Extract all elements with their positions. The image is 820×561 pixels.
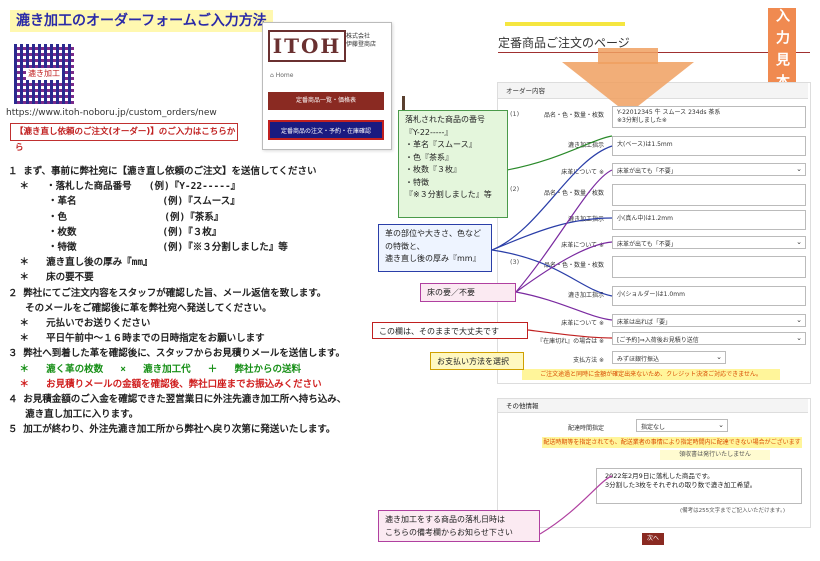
- note-line: ・枚数『３枚』: [405, 165, 461, 174]
- floor-note: 床の要／不要: [420, 283, 516, 302]
- out-of-stock-select[interactable]: [ご予約]⇒入荷後お見積り送信: [612, 332, 806, 345]
- delivery-time-select[interactable]: 指定なし: [636, 419, 728, 432]
- step-line: ＊ 平日午前中～１６時までの日時指定をお願いします: [8, 333, 265, 345]
- step-line: ５ 加工が終わり、外注先漉き加工所から弊社へ戻り次第に発送いたします。: [8, 424, 336, 436]
- field-label: 支払方法 ※: [573, 357, 604, 364]
- company-line: 伊藤登商店: [346, 41, 377, 48]
- floor-select-3[interactable]: 床革は出れば「要」: [612, 314, 806, 327]
- step-line: 漉き直し加工に入ります。: [8, 409, 139, 421]
- field-label: 『在庫切れ』の場合は ※: [537, 338, 604, 345]
- row-number: (1): [510, 110, 520, 118]
- note-line: 『Y-22-----』: [405, 127, 453, 137]
- payment-note: ご注文途過と同時に金額が確定出来ないため、クレジット決済ご対応できません。: [522, 369, 780, 380]
- note-line: ・革名『スムース』: [405, 140, 477, 149]
- floor-select-2[interactable]: 床革が出ても「不要」: [612, 236, 806, 249]
- step-line: ３ 弊社へ到着した革を確認後に、スタッフからお見積りメールを送信します。: [8, 348, 345, 360]
- field-label: 床革について ※: [561, 242, 604, 249]
- note-line: ・特徴: [405, 177, 429, 187]
- step-line: ４ お見積金額のご入金を確認できた翌営業日に外注先漉き加工所へ持ち込み、: [8, 394, 347, 406]
- product-textarea-2[interactable]: [612, 184, 806, 206]
- step-line: ＊ 漉く革の枚数 × 漉き加工代 ＋ 弊社からの送料: [8, 363, 301, 375]
- field-label: 漉き加工指示: [567, 292, 604, 299]
- order-url[interactable]: https://www.itoh-noboru.jp/custom_orders…: [6, 108, 217, 118]
- product-textarea-1[interactable]: Y-22012345 牛 スムース 234ds 茶系 ※3分割しました※: [612, 106, 806, 128]
- note-line: 落札された商品の番号: [405, 115, 485, 124]
- step-line: ・革名 (例)『スムース』: [8, 196, 240, 208]
- row-number: (3): [510, 258, 520, 266]
- product-number-note: 落札された商品の番号 『Y-22-----』 ・革名『スムース』 ・色『茶系』 …: [398, 110, 508, 218]
- company-line: 株式会社: [346, 33, 371, 40]
- product-textarea-3[interactable]: [612, 256, 806, 278]
- skiving-detail-note: 革の部位や大きさ、色などの特徴と、 漉き直し後の厚み『mm』: [378, 224, 492, 272]
- step-line: ・色 (例)『茶系』: [8, 211, 224, 223]
- field-label: 床革について ※: [561, 169, 604, 176]
- note-line: ・色『茶系』: [405, 152, 453, 162]
- sample-badge-text: 入力見本: [774, 8, 790, 96]
- delivery-note: 配送時期等を指定されても、配送業者の事情により指定時間内に配達できない場合がござ…: [542, 437, 802, 448]
- step-line: ・特徴 (例)『※３分割しました』等: [8, 242, 288, 254]
- itoh-logo: ITOH: [268, 30, 346, 62]
- step-line: ＊ ・落札した商品番号 (例)『Y-22-----』: [8, 181, 241, 193]
- step-line: ＊ お見積りメールの金額を確認後、弊社口座までお振込みください: [8, 378, 322, 390]
- highlight-arrow: [505, 22, 625, 26]
- product-list-button[interactable]: 定番商品一覧・価格表: [268, 92, 384, 110]
- down-arrow-icon: [562, 62, 694, 114]
- home-link[interactable]: ⌂ Home: [270, 72, 293, 79]
- step-line: ２ 弊社にてご注文内容をスタッフが確認した旨、メール返信を致します。: [8, 287, 327, 299]
- receipt-note: 領収書は発行いたしません: [660, 450, 770, 460]
- step-line: ・枚数 (例)『３枚』: [8, 226, 222, 238]
- field-label: 品名・色・数量・枚数: [543, 262, 604, 269]
- note-line: 漉き直し後の厚み『mm』: [385, 254, 481, 263]
- step-line: １ まず、事前に弊社宛に【漉き直し依頼のご注文】を送信してください: [8, 166, 317, 177]
- note-line: 漉き加工をする商品の落札日時は: [385, 515, 505, 524]
- note-line: 革の部位や大きさ、色などの特徴と、: [385, 229, 481, 251]
- step-line: そのメールをご確認後に革を弊社宛へ発送してください。: [8, 302, 272, 314]
- qr-code-label: 漉き加工: [26, 68, 62, 80]
- step-line: ＊ 元払いでお送りください: [8, 318, 151, 330]
- field-label: 床革について ※: [561, 320, 604, 327]
- remarks-note: 漉き加工をする商品の落札日時は こちらの備考欄からお知らせ下さい: [378, 510, 540, 542]
- skiving-input-2[interactable]: 小(真ん中)は1.2mm: [612, 210, 806, 230]
- field-label: 漉き加工指示: [567, 142, 604, 149]
- step-line: ＊ 床の要不要: [8, 272, 94, 284]
- field-label: 配達時間指定: [567, 425, 604, 432]
- order-reserve-button[interactable]: 定番商品の注文・予約・在庫確認: [268, 120, 384, 140]
- custom-order-link[interactable]: 【漉き直し依頼のご注文(オーダー)】のご入力はこちらから: [10, 123, 238, 153]
- note-line: 『※３分割しました』等: [405, 190, 492, 199]
- down-arrow-stem: [598, 48, 658, 64]
- row-number: (2): [510, 185, 520, 193]
- other-info-header: その他情報: [498, 399, 808, 413]
- page-title: 漉き加工のオーダーフォームご入力方法: [10, 10, 273, 32]
- step-line: ＊ 漉き直し後の厚み『mm』: [8, 257, 153, 269]
- note-line: こちらの備考欄からお知らせ下さい: [385, 527, 513, 537]
- qr-code: [14, 44, 74, 104]
- skiving-input-1[interactable]: 大(ベース)は1.5mm: [612, 136, 806, 156]
- instruction-steps: １ まず、事前に弊社宛に【漉き直し依頼のご注文】を送信してください ＊ ・落札し…: [8, 164, 368, 438]
- company-name: 株式会社 伊藤登商店: [346, 33, 376, 49]
- field-label: 品名・色・数量・枚数: [543, 190, 604, 197]
- next-button[interactable]: 次へ: [642, 533, 664, 545]
- floor-select-1[interactable]: 床革が出ても「不要」: [612, 163, 806, 176]
- form-page-title: 定番商品ご注文のページ: [498, 36, 630, 50]
- leave-as-is-note: この欄は、そのままで大丈夫です: [372, 322, 528, 339]
- payment-select[interactable]: みずほ銀行振込: [612, 351, 726, 364]
- remarks-counter: (備考は255文字までご記入いただけます。): [680, 508, 785, 514]
- payment-method-note: お支払い方法を選択: [430, 352, 524, 370]
- divider: [402, 96, 405, 120]
- home-label: Home: [275, 72, 294, 79]
- home-icon: ⌂: [270, 72, 276, 79]
- field-label: 品名・色・数量・枚数: [543, 112, 604, 119]
- remarks-textarea[interactable]: 2022年2月9日に落札した商品です。 3分割した3枚をそれぞれの取り数で漉き加…: [596, 468, 802, 504]
- skiving-input-3[interactable]: 小(ショルダー)は1.0mm: [612, 286, 806, 306]
